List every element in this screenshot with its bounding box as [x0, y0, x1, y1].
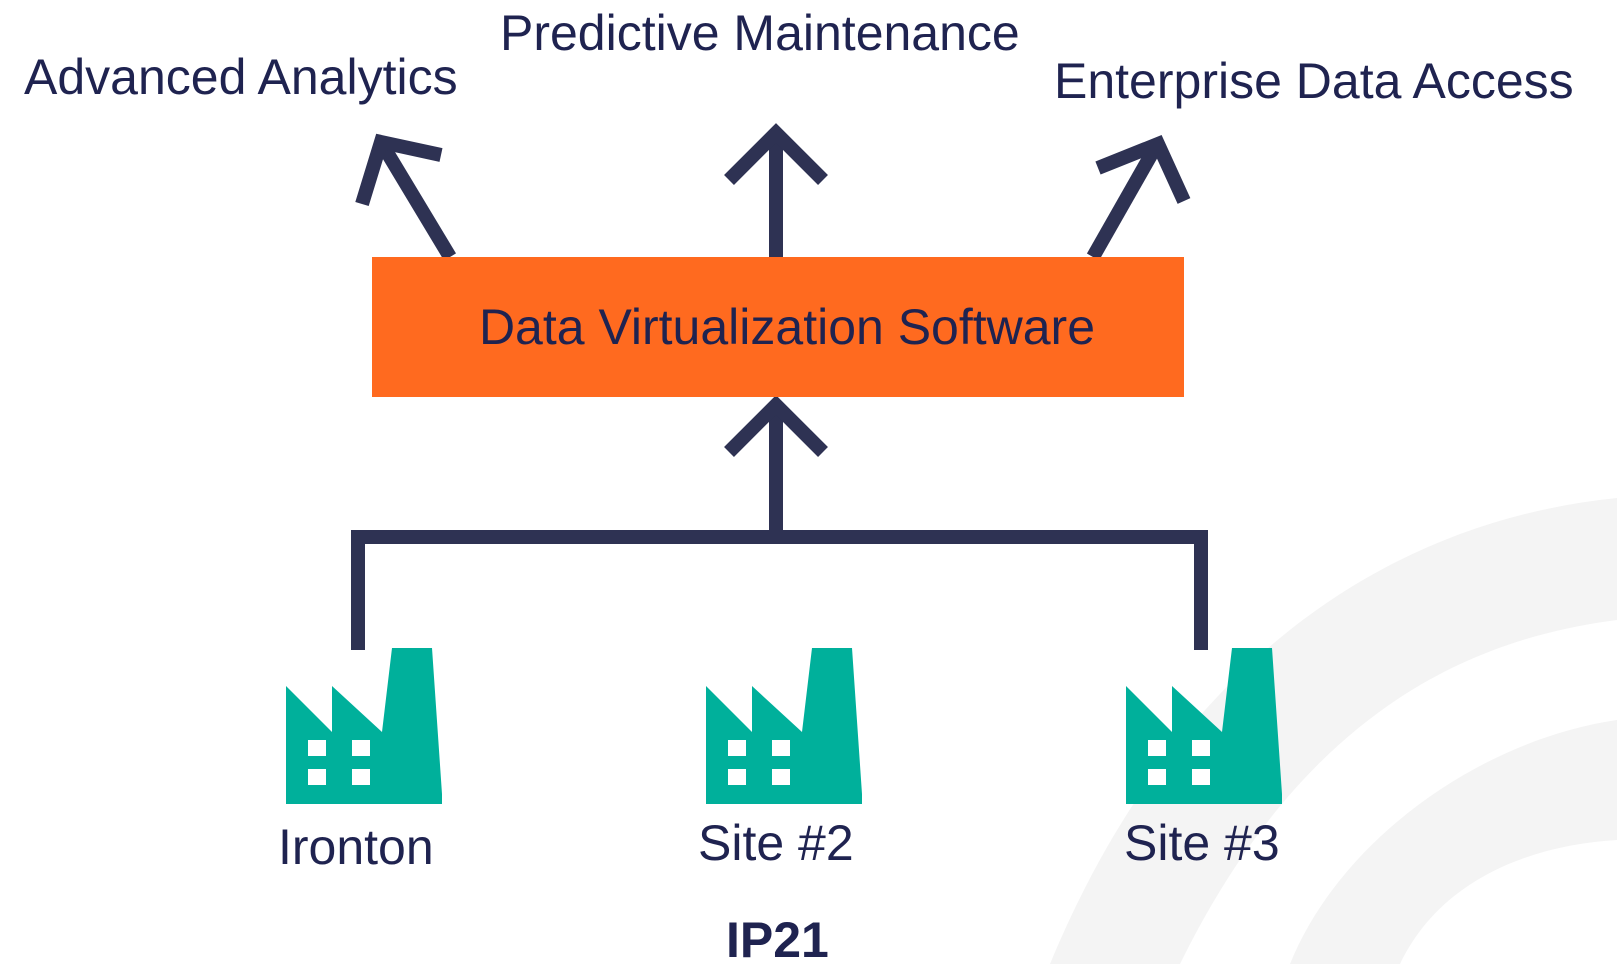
arrow-up-left-icon — [355, 133, 456, 261]
arrow-up-icon — [724, 123, 828, 257]
output-predictive-maintenance: Predictive Maintenance — [500, 5, 1020, 61]
source-system-label: IP21 — [726, 912, 829, 964]
data-virtualization-box: Data Virtualization Software — [372, 257, 1184, 397]
factory-icon — [286, 648, 442, 804]
site-label-2: Site #2 — [698, 815, 854, 871]
arrow-up-icon — [724, 395, 828, 537]
arrow-up-right-icon — [1086, 135, 1191, 261]
output-advanced-analytics: Advanced Analytics — [24, 49, 458, 105]
site-label-3: Site #3 — [1124, 815, 1280, 871]
platform-label: Data Virtualization Software — [478, 299, 1096, 355]
factory-icon — [706, 648, 862, 804]
factory-icon — [1126, 648, 1282, 804]
output-enterprise-data-access: Enterprise Data Access — [1054, 53, 1574, 109]
site-label-ironton: Ironton — [278, 819, 434, 875]
site-bracket — [351, 530, 1208, 650]
